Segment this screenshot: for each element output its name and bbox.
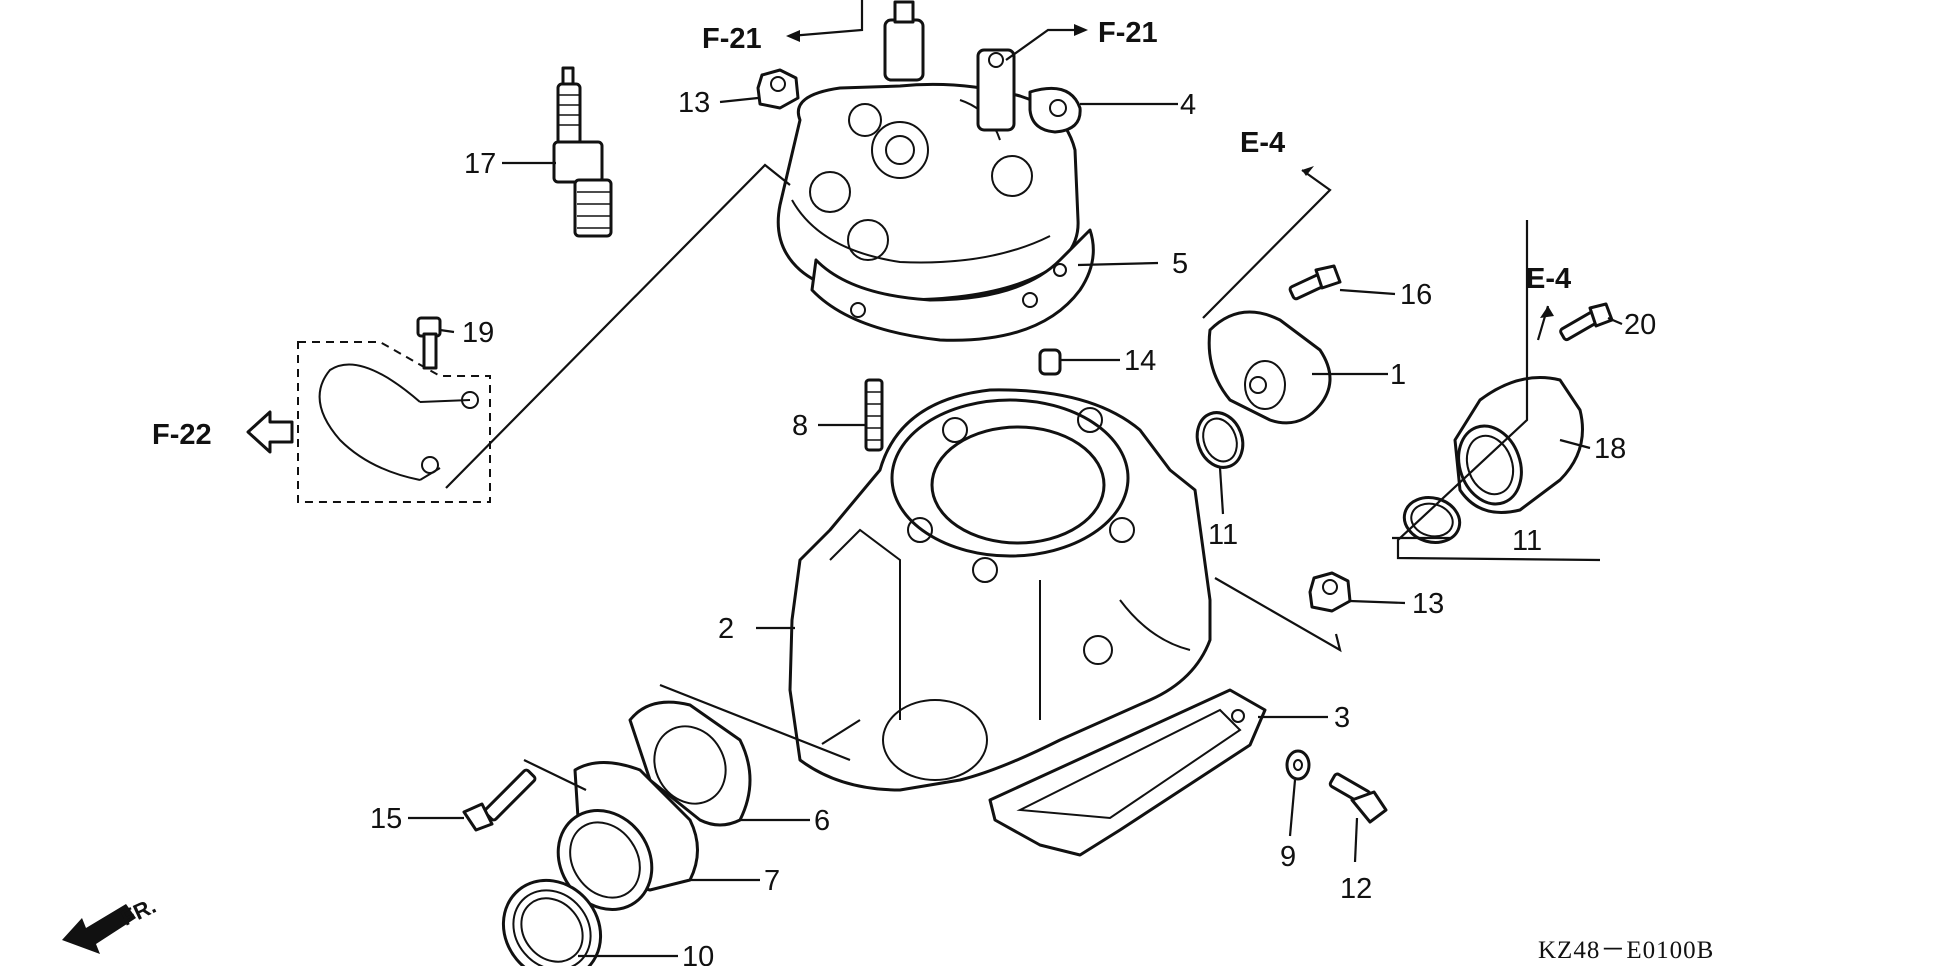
ground-cable-part bbox=[297, 316, 491, 503]
ref-e4-top: E-4 bbox=[1240, 127, 1285, 159]
callout-1: 1 bbox=[1390, 359, 1406, 391]
washer-part bbox=[1285, 749, 1311, 781]
base-gasket-part bbox=[988, 688, 1267, 857]
stud-bolt-part bbox=[864, 378, 884, 452]
ref-f22: F-22 bbox=[152, 419, 212, 451]
callout-5: 5 bbox=[1172, 248, 1188, 280]
f22-direction-arrow bbox=[246, 410, 294, 454]
callout-7: 7 bbox=[764, 865, 780, 897]
ref-f21-right: F-21 bbox=[1098, 17, 1158, 49]
insulator-part bbox=[556, 761, 699, 912]
flange-bolt-15-part bbox=[462, 768, 537, 832]
cap-nut-lower-part bbox=[1308, 571, 1352, 613]
callout-9: 9 bbox=[1280, 841, 1296, 873]
callout-2: 2 bbox=[718, 613, 734, 645]
front-direction-arrow bbox=[62, 904, 136, 954]
callout-4: 4 bbox=[1180, 89, 1196, 121]
cylinder-part bbox=[788, 388, 1212, 792]
callout-3: 3 bbox=[1334, 702, 1350, 734]
leader-lines bbox=[408, 0, 1623, 958]
ref-f21-left: F-21 bbox=[702, 23, 762, 55]
callout-16: 16 bbox=[1400, 279, 1432, 311]
o-ring-upper-part bbox=[1195, 411, 1245, 469]
callout-11-lower: 11 bbox=[1512, 525, 1542, 557]
ref-e4-right: E-4 bbox=[1526, 263, 1571, 295]
cap-nut-upper-part bbox=[756, 68, 800, 110]
head-gasket-part bbox=[810, 228, 1095, 342]
exhaust-joint-part bbox=[1453, 376, 1584, 514]
flange-bolt-20-part bbox=[1559, 302, 1614, 342]
spark-plug-part bbox=[552, 66, 613, 238]
water-joint-part bbox=[1207, 310, 1332, 425]
callout-13-lower: 13 bbox=[1412, 588, 1444, 620]
callout-8: 8 bbox=[792, 410, 808, 442]
insulator-gasket-part bbox=[628, 700, 752, 827]
callout-18: 18 bbox=[1594, 433, 1626, 465]
reference-arrowheads bbox=[786, 24, 1554, 318]
flange-bolt-16-part bbox=[1288, 264, 1342, 301]
callout-6: 6 bbox=[814, 805, 830, 837]
callout-10: 10 bbox=[682, 941, 714, 966]
callout-17: 17 bbox=[464, 148, 496, 180]
callout-19: 19 bbox=[462, 317, 494, 349]
o-ring-lower-part bbox=[1402, 496, 1462, 544]
callout-11-upper: 11 bbox=[1208, 519, 1238, 551]
cylinder-head-part bbox=[776, 0, 1082, 302]
flange-bolt-12-part bbox=[1328, 772, 1388, 824]
callout-12: 12 bbox=[1340, 873, 1372, 905]
band-part bbox=[501, 878, 603, 966]
dowel-pin-part bbox=[1038, 348, 1062, 376]
callout-15: 15 bbox=[370, 803, 402, 835]
callout-13-upper: 13 bbox=[678, 87, 710, 119]
callout-14: 14 bbox=[1124, 345, 1156, 377]
diagram-code: KZ48－E0100B bbox=[1538, 937, 1714, 964]
callout-20: 20 bbox=[1624, 309, 1656, 341]
